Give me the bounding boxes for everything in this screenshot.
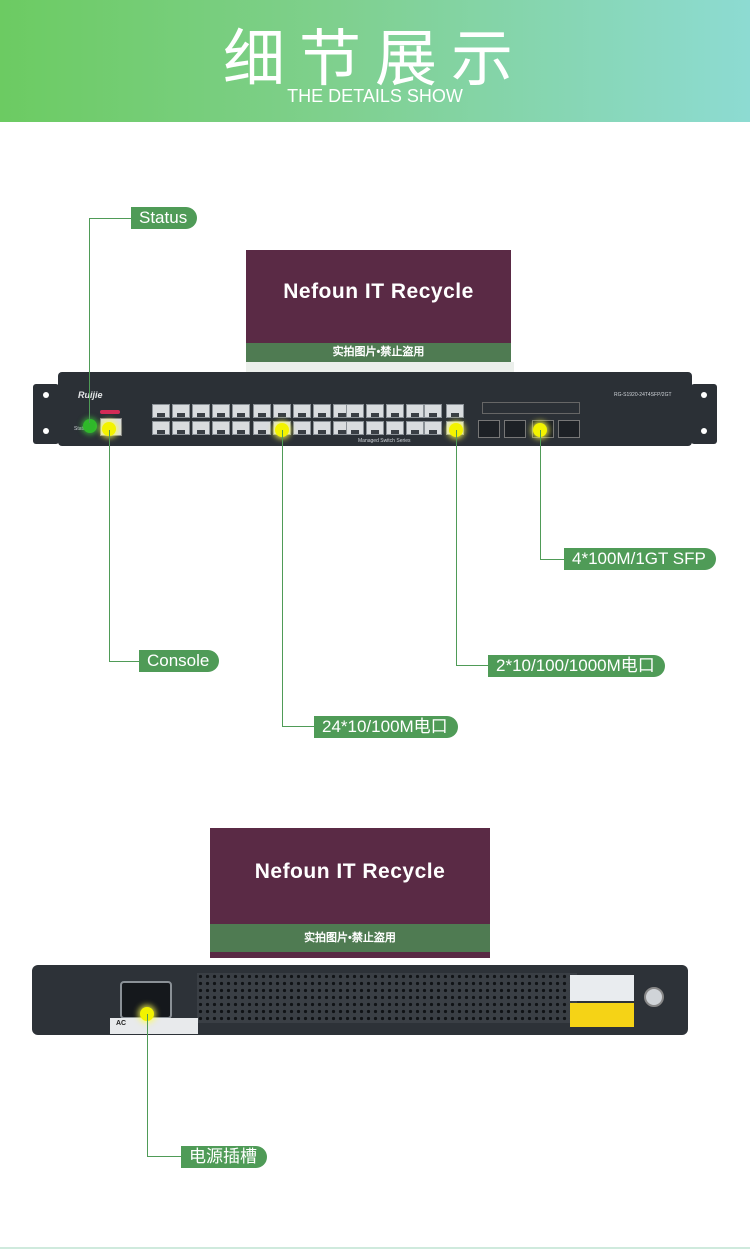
ac-label: AC: [116, 1020, 127, 1027]
model-label: RG-S1920-24T4SFP/2GT: [614, 392, 672, 398]
sfp-combo-frame: [530, 402, 580, 413]
console-leader: [109, 430, 110, 662]
sign-stand: [246, 362, 514, 372]
power-leader: [147, 1014, 148, 1157]
ground-screw: [644, 987, 664, 1007]
sign-notice: 实拍图片•禁止盗用: [210, 924, 490, 952]
switch-back: AC: [32, 965, 688, 1035]
watermark-sign: Nefoun IT Recycle 实拍图片•禁止盗用: [210, 828, 490, 958]
watermark-sign: Nefoun IT Recycle 实拍图片•禁止盗用: [246, 250, 511, 362]
sfp-slot: [558, 420, 580, 438]
fast-ports-callout: 24*10/100M电口: [314, 716, 458, 738]
brand-logo: Ruijie: [78, 390, 103, 400]
status-small-label: Status: [74, 426, 89, 432]
sfp-slot: [504, 420, 526, 438]
ac-label-plate: [110, 1018, 198, 1034]
sfp-slot: [478, 420, 500, 438]
sign-notice: 实拍图片•禁止盗用: [246, 343, 511, 362]
sfp-callout: 4*100M/1GT SFP: [564, 548, 716, 570]
power-callout: 电源插槽: [181, 1146, 267, 1168]
status-leader: [89, 218, 90, 423]
rack-ear-left: [33, 384, 59, 444]
sfp-leader: [540, 430, 541, 560]
status-led-highlight: [83, 419, 97, 433]
page-subtitle: THE DETAILS SHOW: [287, 86, 463, 106]
footer-divider: [0, 1247, 750, 1249]
gig-leader: [456, 665, 488, 666]
rack-ear-right: [691, 384, 717, 444]
console-highlight: [102, 422, 116, 436]
header-banner: 细节展示 THE DETAILS SHOW: [0, 0, 750, 122]
console-callout: Console: [139, 650, 220, 672]
gig-leader: [456, 430, 457, 666]
sign-brand: Nefoun IT Recycle: [254, 860, 446, 883]
fast-leader: [282, 726, 314, 727]
warning-label: [570, 1003, 634, 1027]
sfp-leader: [540, 559, 564, 560]
status-leader: [89, 218, 131, 219]
page-title: 细节展示: [222, 22, 527, 95]
gig-ports-callout: 2*10/100/1000M电口: [488, 655, 665, 677]
fast-leader: [282, 430, 283, 727]
series-label: Managed Switch Series: [358, 438, 411, 444]
sign-brand: Nefoun IT Recycle: [283, 280, 474, 303]
console-leader: [109, 661, 139, 662]
vent-grille: [197, 973, 577, 1023]
console-led: [100, 410, 120, 414]
power-leader: [147, 1156, 181, 1157]
status-callout: Status: [131, 207, 198, 229]
product-label: [570, 975, 634, 1001]
